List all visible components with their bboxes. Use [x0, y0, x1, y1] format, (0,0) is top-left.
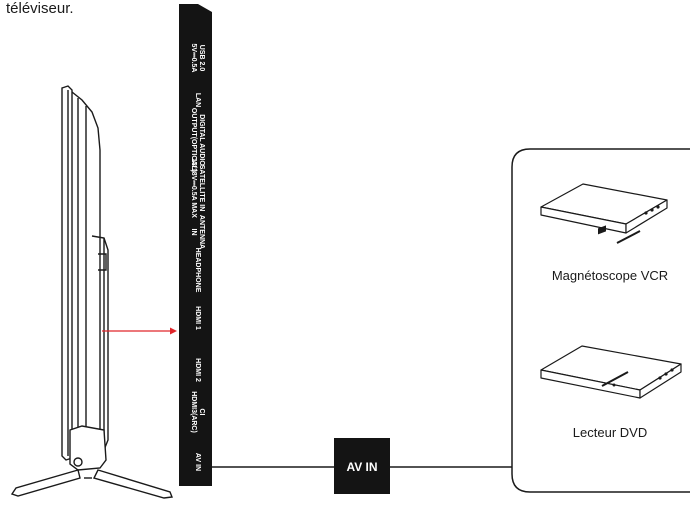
port-label: AV IN	[194, 453, 201, 471]
port-label: ANTENNA	[198, 215, 205, 249]
port-panel	[179, 4, 212, 486]
port-label: HDMI 2	[194, 358, 201, 382]
port-label: HDMI3(ARC)	[190, 391, 197, 433]
connector-label: AV IN	[346, 460, 377, 474]
port-label: USB 2.0	[198, 45, 205, 72]
port-label: CI	[198, 409, 205, 416]
device-box	[511, 148, 690, 493]
port-label: IN	[190, 229, 197, 236]
device-label-dvd: Lecteur DVD	[573, 425, 647, 440]
pointer-arrow	[102, 327, 177, 335]
av-in-connector: AV IN	[334, 438, 390, 494]
port-label: HEADPHONE	[194, 248, 201, 293]
port-label: HDMI 1	[194, 306, 201, 330]
port-label: DIGITAL AUDIO	[198, 114, 205, 166]
dvd-player-icon	[540, 345, 682, 399]
vcr-icon	[540, 183, 668, 244]
port-labels: USB 2.0 5V⎓0.5A LAN DIGITAL AUDIO OUTPUT…	[190, 44, 205, 472]
tv-side-view	[10, 85, 173, 499]
port-label: SATELLITE IN	[198, 165, 205, 212]
intro-text: téléviseur.	[6, 0, 74, 17]
device-label-vcr: Magnétoscope VCR	[552, 268, 668, 283]
port-label: 13/18V⎓0.5A MAX	[190, 158, 197, 218]
port-label: LAN	[194, 93, 201, 107]
port-label: 5V⎓0.5A	[190, 44, 197, 73]
port-label: OUTPUT(OPTICAL)	[190, 108, 197, 172]
